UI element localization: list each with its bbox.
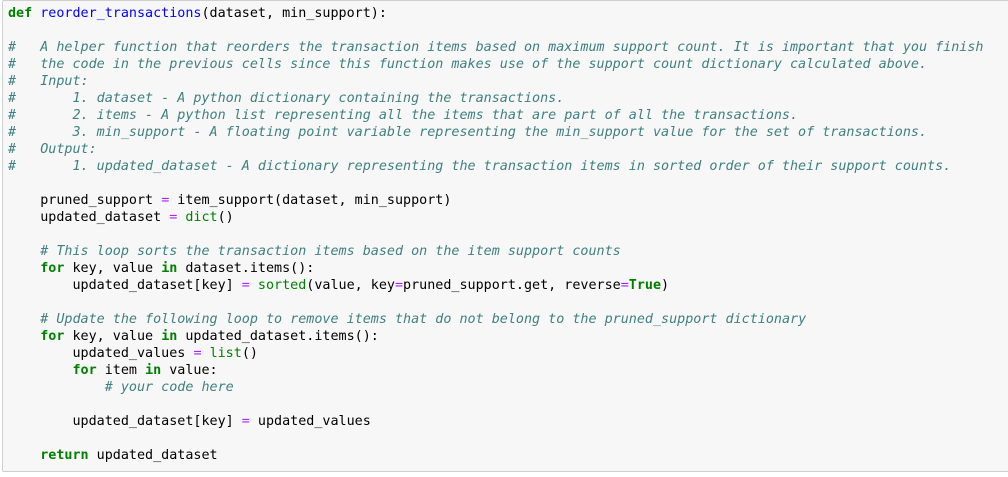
code-token: # 1. dataset - A python dictionary conta… — [8, 91, 565, 106]
code-token: # your code here — [104, 380, 234, 395]
code-token: # Input: — [8, 74, 89, 89]
code-token: True — [628, 278, 662, 293]
code-line: return updated_dataset — [8, 447, 983, 464]
code-token: # 3. min_support - A floating point vari… — [8, 125, 928, 140]
code-token: updated_dataset — [88, 448, 218, 463]
code-token — [250, 278, 258, 293]
code-line: # Input: — [8, 73, 983, 90]
code-line: # Update the following loop to remove it… — [8, 311, 983, 328]
code-line: updated_values = list() — [8, 345, 983, 362]
code-token: # 2. items - A python list representing … — [8, 108, 799, 123]
code-token: def — [8, 6, 33, 21]
code-token — [8, 363, 73, 378]
code-line: for item in value: — [8, 362, 983, 379]
code-token: = — [620, 278, 629, 293]
code-token: reorder_transactions — [40, 6, 202, 21]
code-token: = — [241, 414, 250, 429]
code-line: # your code here — [8, 379, 983, 396]
code-token: list — [209, 346, 242, 361]
code-token: updated_dataset[key] — [8, 278, 242, 293]
code-line: # A helper function that reorders the tr… — [8, 39, 983, 56]
code-token: (value, key — [306, 278, 395, 293]
code-line: # 2. items - A python list representing … — [8, 107, 983, 124]
code-token — [8, 261, 40, 276]
code-line — [8, 226, 983, 243]
code-token: pruned_support.get, reverse — [403, 278, 621, 293]
code-token: sorted — [257, 278, 307, 293]
code-line — [8, 175, 983, 192]
code-token: # This loop sorts the transaction items … — [40, 244, 621, 259]
code-token: updated_values — [249, 414, 371, 429]
code-token: value: — [161, 363, 218, 378]
code-token: # A helper function that reorders the tr… — [8, 40, 984, 55]
code-line — [8, 430, 983, 447]
code-token: = — [169, 210, 178, 225]
code-token: updated_dataset[key] — [8, 414, 242, 429]
code-token: updated_dataset.items(): — [177, 329, 379, 344]
code-token: for — [40, 261, 65, 276]
code-line: # This loop sorts the transaction items … — [8, 243, 983, 260]
code-line — [8, 22, 983, 39]
code-line: pruned_support = item_support(dataset, m… — [8, 192, 983, 209]
code-token: # the code in the previous cells since t… — [8, 57, 928, 72]
code-token: # 1. updated_dataset - A dictionary repr… — [8, 159, 952, 174]
code-token: () — [217, 210, 234, 225]
code-line: def reorder_transactions(dataset, min_su… — [8, 5, 983, 22]
code-token: (dataset, min_support): — [201, 6, 387, 21]
code-token: updated_values — [8, 346, 194, 361]
code-token: item — [96, 363, 146, 378]
code-token: = — [241, 278, 250, 293]
code-token: dataset.items(): — [177, 261, 315, 276]
code-token: for — [72, 363, 97, 378]
code-line: # 1. dataset - A python dictionary conta… — [8, 90, 983, 107]
code-token: return — [40, 448, 89, 463]
code-line: for key, value in updated_dataset.items(… — [8, 328, 983, 345]
code-token: for — [40, 329, 65, 344]
code-editor[interactable]: def reorder_transactions(dataset, min_su… — [8, 5, 983, 464]
code-line: # 1. updated_dataset - A dictionary repr… — [8, 158, 983, 175]
code-token — [8, 448, 40, 463]
code-token: # Update the following loop to remove it… — [40, 312, 807, 327]
code-token: in — [161, 329, 178, 344]
code-line: # the code in the previous cells since t… — [8, 56, 983, 73]
code-token: key, value — [64, 261, 162, 276]
code-line — [8, 396, 983, 413]
code-token: = — [193, 346, 202, 361]
code-token: in — [161, 261, 178, 276]
code-line — [8, 294, 983, 311]
code-token: key, value — [64, 329, 162, 344]
code-token — [8, 329, 40, 344]
code-token — [8, 312, 40, 327]
code-token: = — [161, 193, 170, 208]
code-line: updated_dataset = dict() — [8, 209, 983, 226]
code-token: = — [394, 278, 404, 293]
code-token — [8, 380, 105, 395]
code-token: pruned_support — [8, 193, 162, 208]
code-token: in — [145, 363, 162, 378]
code-line: updated_dataset[key] = updated_values — [8, 413, 983, 430]
code-token: updated_dataset — [8, 210, 170, 225]
code-token — [202, 346, 210, 361]
code-token: item_support(dataset, min_support) — [169, 193, 452, 208]
code-token — [8, 244, 40, 259]
code-line: # Output: — [8, 141, 983, 158]
code-line: updated_dataset[key] = sorted(value, key… — [8, 277, 983, 294]
code-token: # Output: — [8, 142, 97, 157]
code-token: dict — [185, 210, 218, 225]
code-line: for key, value in dataset.items(): — [8, 260, 983, 277]
code-line: # 3. min_support - A floating point vari… — [8, 124, 983, 141]
code-token: ) — [661, 278, 670, 293]
code-token: () — [241, 346, 258, 361]
